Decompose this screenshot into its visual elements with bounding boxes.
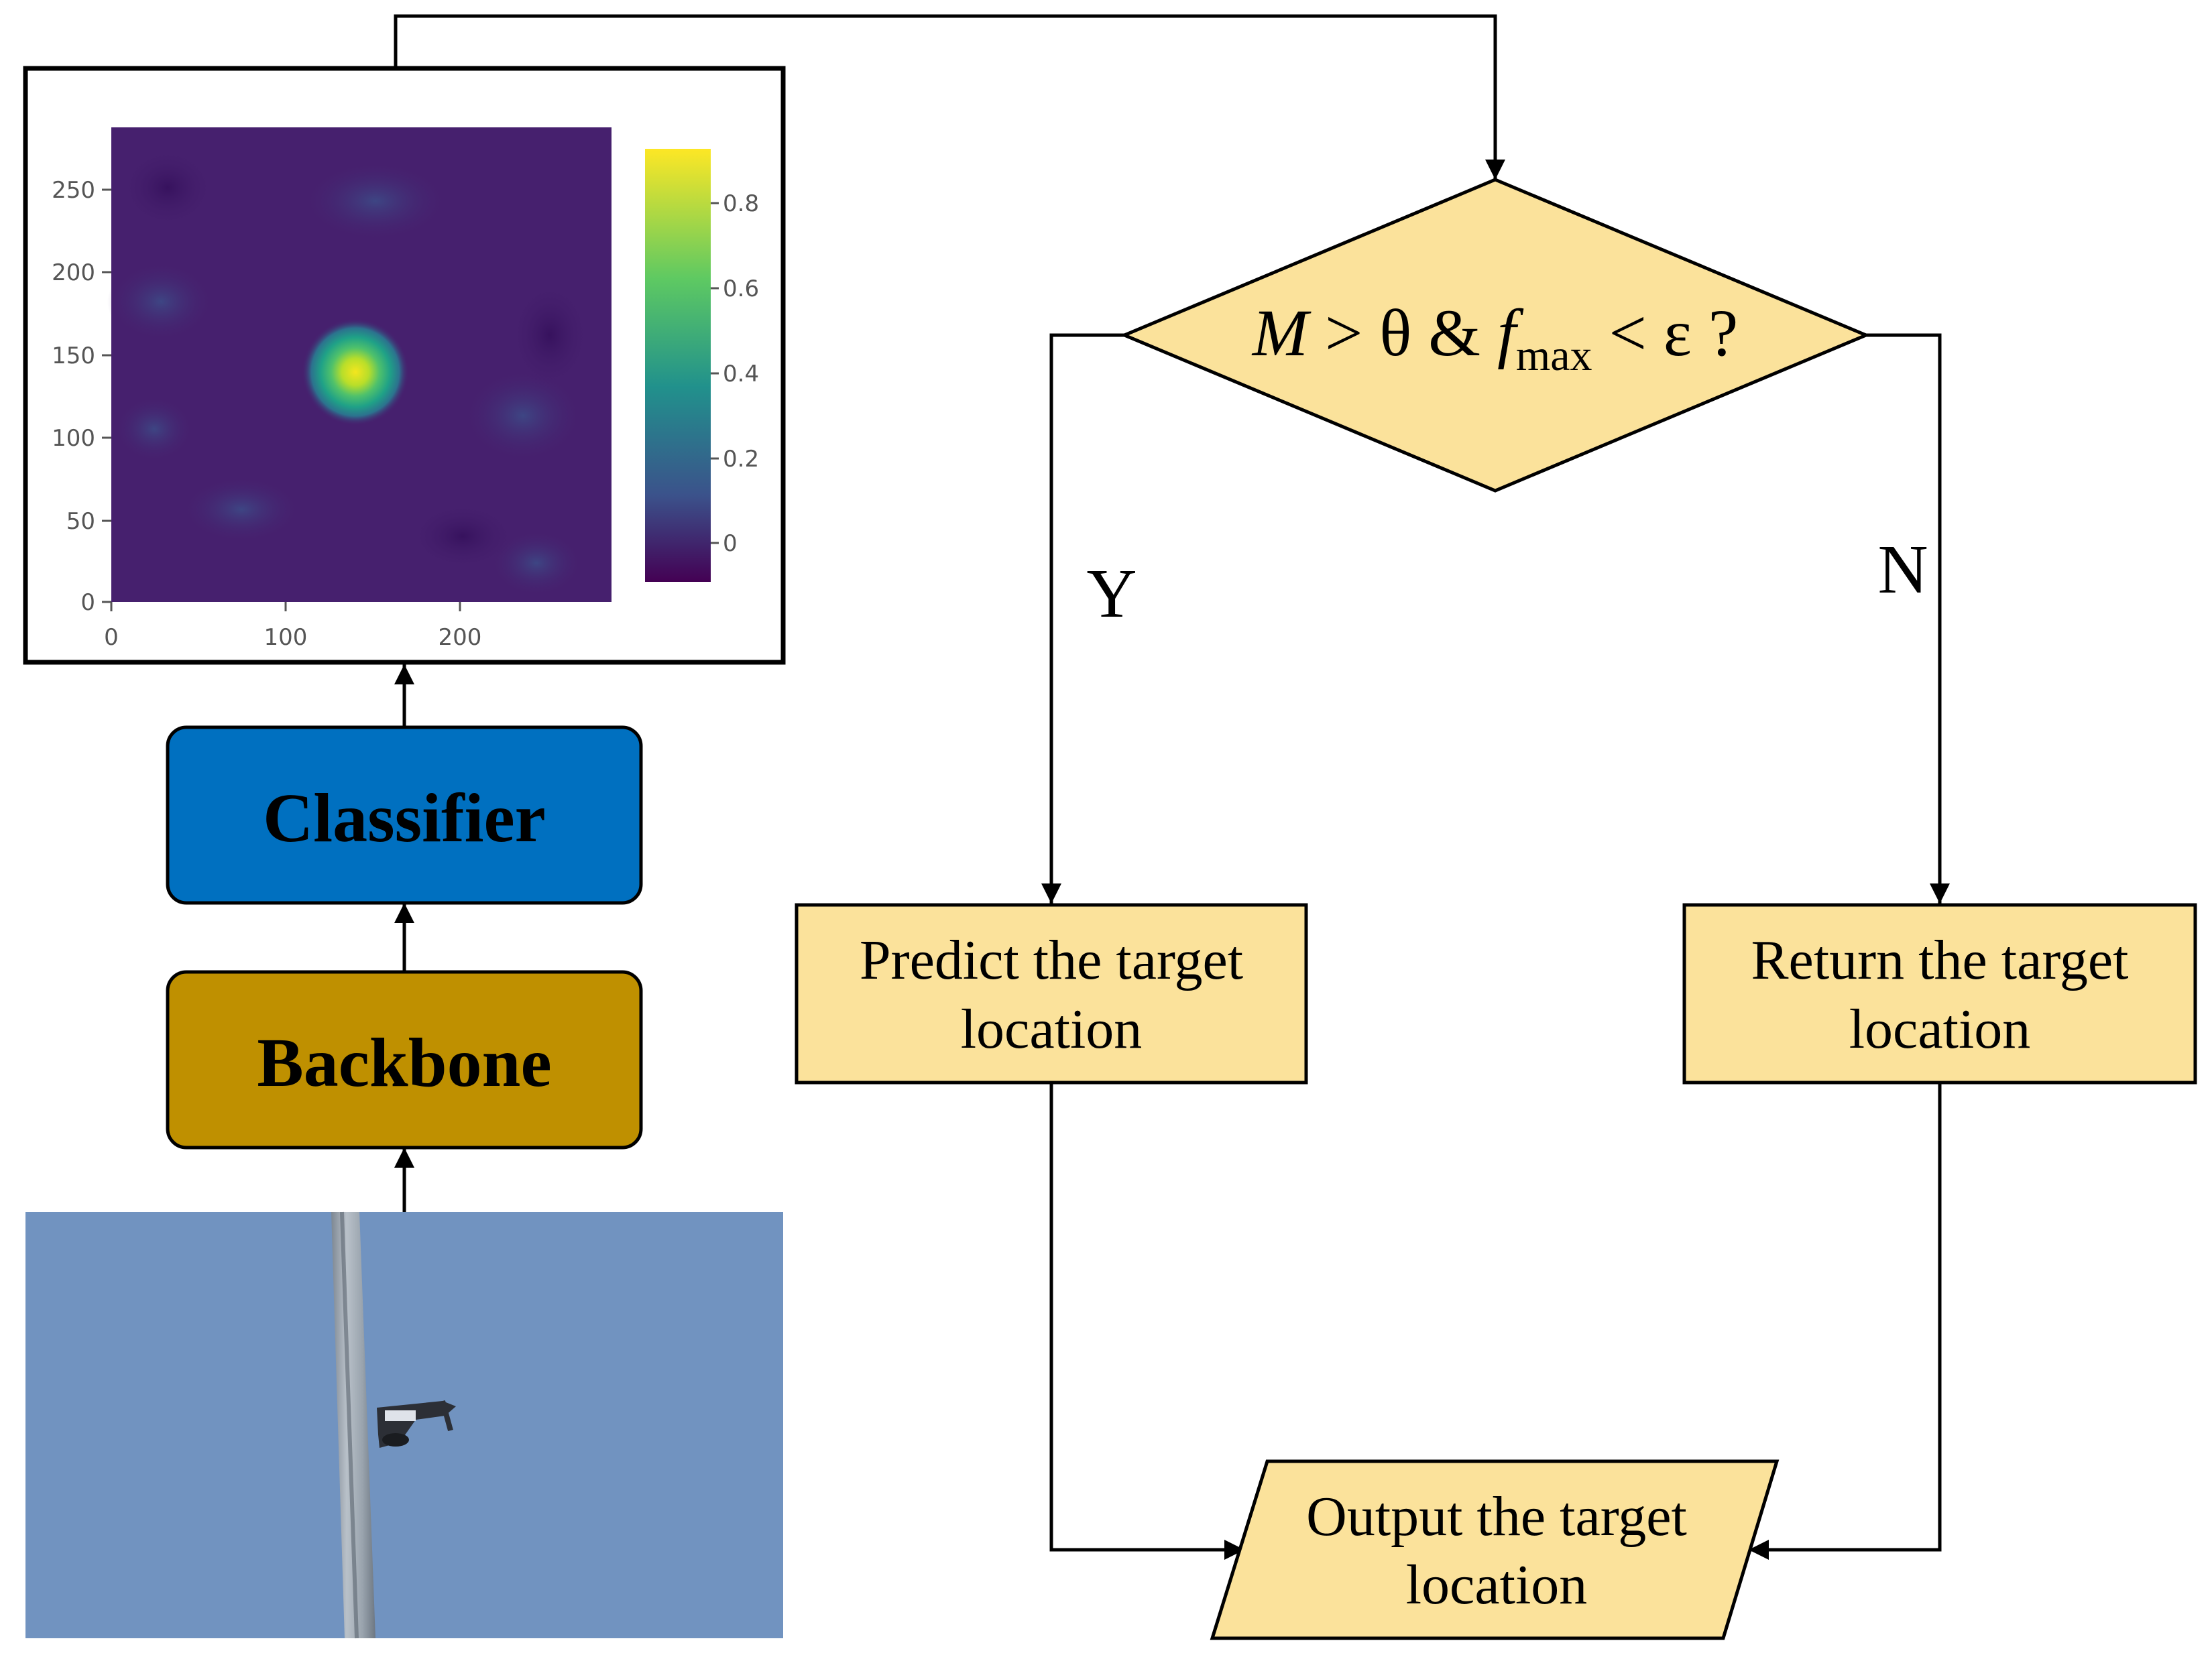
heatmap-blotch	[409, 503, 516, 570]
x-tick-label: 100	[264, 624, 308, 651]
x-tick-label: 200	[439, 624, 482, 651]
heatmap-x-axis	[110, 602, 461, 611]
no-label: N	[1877, 531, 1928, 608]
drone-icon	[377, 1400, 456, 1448]
output-line-2: location	[1406, 1554, 1588, 1616]
colorbar-tick-label: 0.2	[723, 446, 759, 473]
heatmap-blotch	[463, 369, 583, 463]
classifier-label: Classifier	[263, 780, 546, 857]
x-tick-label: 0	[104, 624, 119, 651]
yes-label: Y	[1086, 555, 1137, 632]
y-tick-label: 150	[52, 343, 95, 369]
classifier-block: Classifier	[166, 725, 643, 905]
y-tick-label: 200	[52, 259, 95, 286]
input-image	[25, 1211, 783, 1639]
predict-location-box: Predict the target location	[795, 903, 1308, 1085]
colorbar-tick-label: 0	[723, 530, 738, 557]
backbone-label: Backbone	[257, 1024, 551, 1101]
y-tick-label: 0	[80, 589, 95, 616]
return-location-box: Return the target location	[1682, 903, 2197, 1085]
heatmap-blotch	[121, 147, 215, 228]
yes-branch-line	[1041, 333, 1124, 904]
heatmap-peak	[302, 318, 409, 426]
left-connectors	[394, 14, 1505, 1212]
heatmap-blotch	[107, 261, 215, 342]
predict-to-output-line	[1049, 1083, 1244, 1560]
heatmap-blotch	[510, 282, 590, 389]
decision-condition: M > θ & fmax < ε ?	[1251, 296, 1739, 380]
heatmap-blotch	[114, 395, 194, 463]
y-tick-label: 50	[66, 508, 95, 535]
output-node: Output the target location	[1210, 1459, 1780, 1640]
decision-node: M > θ & fmax < ε ?	[1120, 178, 1871, 493]
return-to-output-line	[1749, 1083, 1942, 1560]
arrow-heatmap-to-decision	[394, 14, 1505, 180]
heatmap-blotch	[181, 476, 302, 543]
pole	[331, 1212, 375, 1638]
no-branch-line	[1866, 333, 1950, 904]
heatmap-y-axis	[102, 188, 111, 603]
branch-connectors	[1041, 333, 1950, 1560]
y-tick-label: 250	[52, 177, 95, 204]
output-line-1: Output the target	[1306, 1485, 1687, 1548]
predict-line-2: location	[961, 998, 1143, 1060]
colorbar-tick-label: 0.8	[723, 190, 759, 217]
colorbar-ticks	[711, 202, 719, 544]
colorbar-tick-label: 0.6	[723, 276, 759, 302]
colorbar-tick-label: 0.4	[723, 361, 759, 387]
heatmap-plot	[107, 127, 612, 602]
backbone-block: Backbone	[166, 970, 643, 1150]
colorbar	[645, 149, 711, 582]
y-tick-label: 100	[52, 425, 95, 452]
heatmap-blotch	[302, 161, 449, 241]
return-line-1: Return the target	[1751, 929, 2129, 991]
predict-line-1: Predict the target	[860, 929, 1243, 991]
heatmap-panel: 250 200 150 100 50 0 0 100 200 0.8 0.6 0…	[23, 66, 786, 665]
return-line-2: location	[1849, 998, 2031, 1060]
